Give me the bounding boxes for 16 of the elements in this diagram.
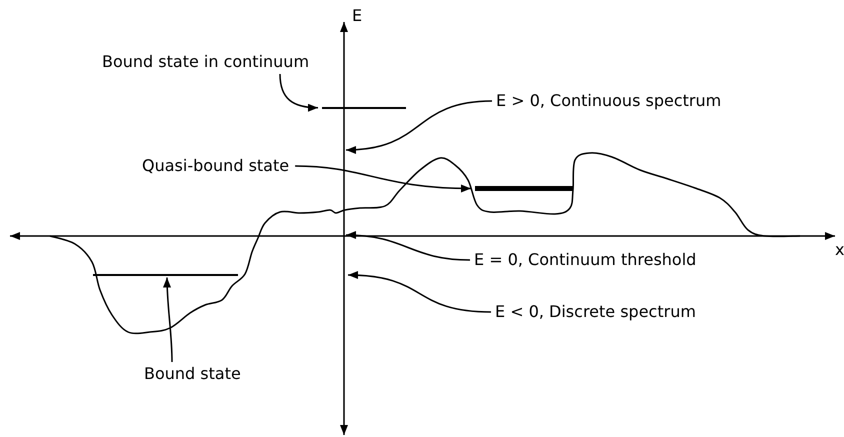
annotation-label: E > 0, Continuous spectrum [496,91,722,111]
axis-label: E [352,6,362,26]
leader-arrow [346,231,470,261]
leader-arrow [279,74,318,112]
leader-arrow [348,271,492,313]
annotation-label: E < 0, Discrete spectrum [495,302,696,322]
leader-arrow [295,165,472,192]
annotation-label: E = 0, Continuum threshold [474,250,696,270]
leader-arrow [346,100,492,154]
annotation-label: Quasi-bound state [142,156,290,176]
annotation-label: Bound state in continuum [102,52,310,72]
energy-level-line [93,274,238,276]
axis-label: x [835,240,844,260]
leader-arrow [163,277,173,362]
energy-level-line [322,107,406,108]
annotation-label: Bound state [144,364,241,384]
